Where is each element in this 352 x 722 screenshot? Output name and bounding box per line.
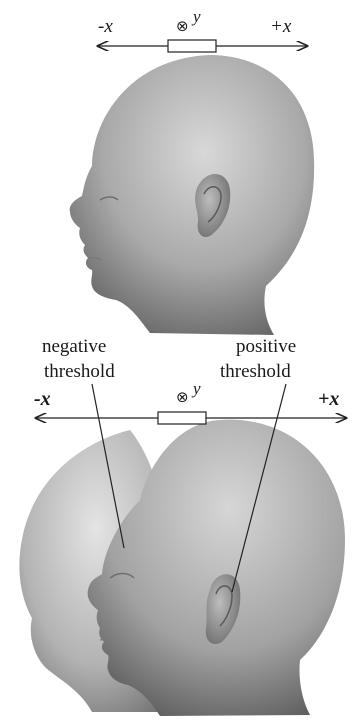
bottom-sensor-box xyxy=(158,412,206,424)
top-sensor-box xyxy=(168,40,216,52)
bottom-y-axis-label: y xyxy=(191,379,201,398)
bottom-panel: -x +x ⊗ y negative threshold positive th… xyxy=(19,336,346,716)
positive-threshold-label-line1: positive xyxy=(236,336,296,357)
bottom-y-axis-symbol: ⊗ xyxy=(176,388,189,406)
top-y-axis-label: y xyxy=(191,7,201,26)
negative-threshold-label-line2: threshold xyxy=(44,361,115,382)
negative-threshold-label-line1: negative xyxy=(42,336,106,357)
top-head xyxy=(70,55,315,335)
top-panel: -x +x ⊗ y xyxy=(70,7,315,335)
top-y-axis-symbol: ⊗ xyxy=(176,17,189,35)
positive-threshold-label-line2: threshold xyxy=(220,361,291,382)
top-pos-x-label: +x xyxy=(270,16,292,37)
top-neg-x-label: -x xyxy=(98,16,113,37)
bottom-pos-x-label: +x xyxy=(318,388,339,410)
bottom-neg-x-label: -x xyxy=(34,388,51,410)
